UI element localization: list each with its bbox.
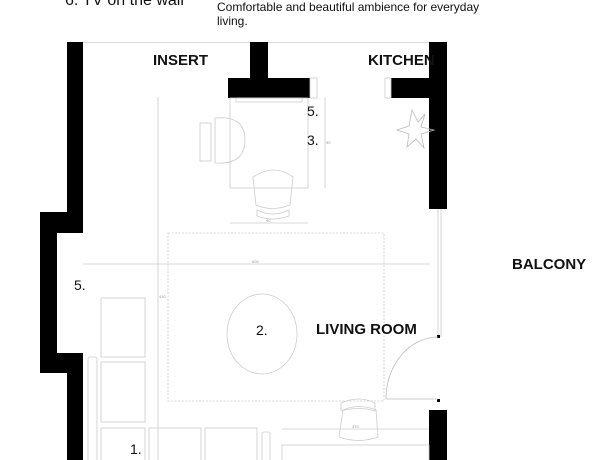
- sofa-cushion-5: [204, 427, 258, 460]
- dining-chair-left: [214, 117, 246, 164]
- sofa-length-label: 370: [352, 424, 359, 429]
- room-height-label: 430: [159, 294, 166, 299]
- middle-wall-horizontal: [228, 78, 310, 98]
- marker-kitchen-5: 5.: [307, 103, 319, 119]
- middle-wall-vertical: [250, 42, 268, 80]
- kitchen-counter: [235, 97, 303, 103]
- room-label-insert: INSERT: [153, 52, 208, 69]
- sofa-armrest-left: [87, 356, 98, 460]
- rug: [167, 232, 385, 402]
- armchair-back: [340, 398, 376, 412]
- room-label-balcony: BALCONY: [512, 256, 586, 273]
- armchair: [338, 406, 379, 441]
- left-wall-upper: [67, 42, 83, 233]
- tv-console: [281, 444, 430, 460]
- coffee-table: [226, 293, 298, 375]
- sofa-armrest-right: [261, 431, 271, 460]
- left-wall-niche: [40, 212, 57, 373]
- marker-dining-3: 3.: [307, 132, 319, 148]
- description-line-1: Comfortable and beautiful ambience for e…: [217, 0, 479, 14]
- table-depth-label: 90: [326, 140, 331, 145]
- right-wall-horizontal: [391, 78, 447, 98]
- door-hinge-bottom: [437, 399, 440, 402]
- left-wall-lower: [67, 353, 83, 460]
- marker-coffee-table-2: 2.: [256, 322, 268, 338]
- description-line-2: living.: [217, 14, 248, 28]
- sofa-cushion-1: [100, 297, 146, 358]
- kitchen-door-jamb-left: [309, 77, 318, 99]
- dining-chair-left-back: [199, 122, 212, 162]
- dining-table: [229, 97, 309, 189]
- right-wall-lower: [429, 410, 447, 460]
- balcony-door-swing[interactable]: [385, 336, 439, 400]
- marker-niche-5: 5.: [74, 277, 86, 293]
- kitchen-door-jamb-right: [384, 77, 392, 99]
- item-6-label: 6. TV on the wall: [65, 0, 184, 9]
- table-width-label: 90: [266, 218, 271, 223]
- room-label-living-room: LIVING ROOM: [316, 321, 417, 338]
- door-hinge-top: [437, 335, 440, 338]
- sofa-cushion-2: [100, 361, 146, 423]
- room-width-label: 600: [252, 259, 259, 264]
- marker-sofa-1: 1.: [130, 441, 142, 457]
- plant-icon: [395, 108, 436, 150]
- room-label-kitchen: KITCHEN: [368, 52, 435, 69]
- sofa-cushion-4: [148, 427, 202, 460]
- sofa-cushion-3: [100, 427, 146, 460]
- dining-chair-bottom-back: [256, 209, 290, 220]
- walls: [40, 42, 447, 460]
- dining-chair-bottom: [252, 169, 294, 209]
